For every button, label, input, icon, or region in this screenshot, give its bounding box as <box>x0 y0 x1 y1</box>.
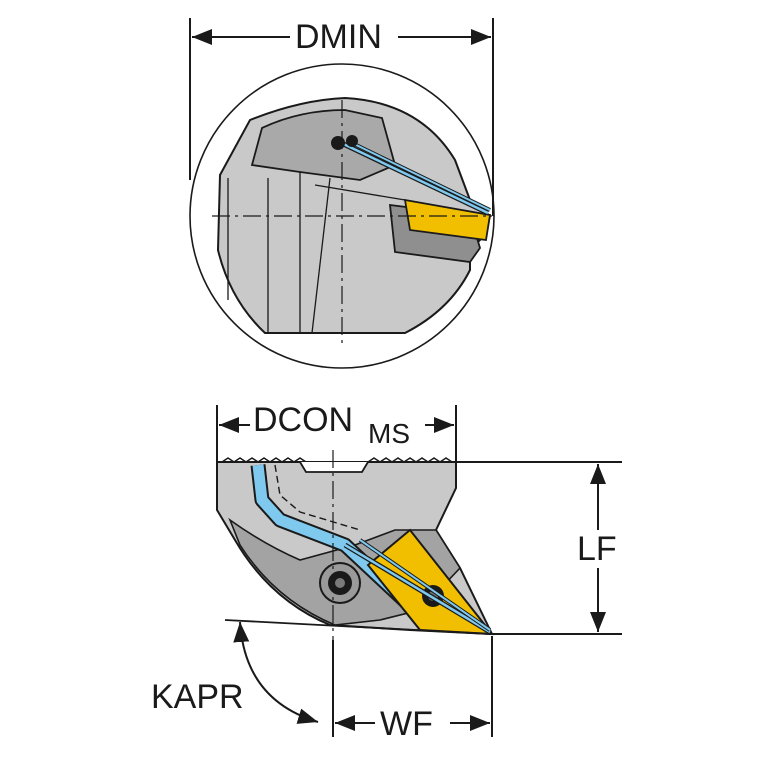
side-view <box>216 405 622 737</box>
side-clamp-screw-inner <box>335 578 345 588</box>
wf-label: WF <box>377 707 436 741</box>
side-coolant-pipe-b-inner <box>359 539 491 631</box>
top-coolant-line-b-inner <box>349 141 491 211</box>
top-screw-a <box>331 136 345 150</box>
top-screw-b <box>346 135 358 147</box>
kapr-label: KAPR <box>148 680 247 714</box>
dcon-label: DCON <box>250 403 357 437</box>
side-coolant-pipe-a-inner <box>344 543 491 634</box>
top-body-line-4 <box>311 177 331 334</box>
min-bore-circle <box>189 63 495 369</box>
side-keyway <box>299 461 369 473</box>
top-body-line-5 <box>314 184 406 201</box>
side-serration <box>221 457 453 463</box>
top-view <box>189 18 495 369</box>
dcon-subscript-label: MS <box>368 418 410 449</box>
dmin-label: DMIN <box>292 20 385 54</box>
kapr-arc <box>233 621 319 724</box>
lf-label: LF <box>574 532 620 566</box>
side-internal-channel <box>274 464 361 531</box>
top-coolant-line-a-inner <box>334 138 489 215</box>
top-insert <box>403 198 492 242</box>
